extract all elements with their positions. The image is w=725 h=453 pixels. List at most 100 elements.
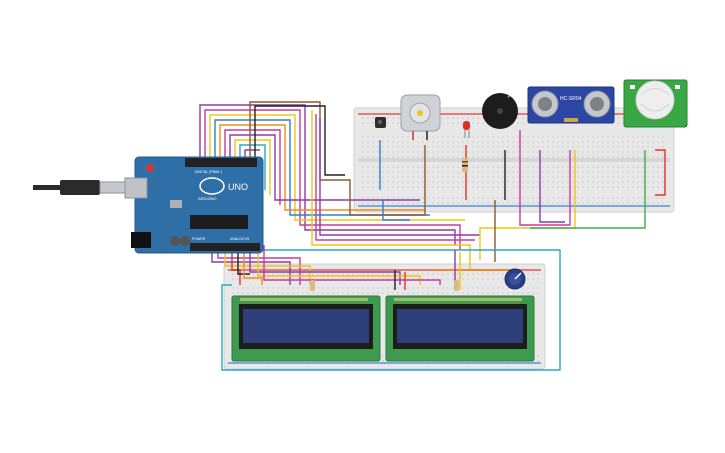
breadboard-hole [472, 278, 474, 280]
breadboard-hole [367, 292, 369, 294]
dc-motor-icon[interactable] [400, 94, 441, 140]
breadboard-hole [372, 122, 374, 124]
breadboard-hole [392, 146, 394, 148]
breadboard-hole [512, 186, 514, 188]
breadboard-hole [367, 136, 369, 138]
breadboard-hole [447, 141, 449, 143]
breadboard-hole [232, 278, 234, 280]
lcd-display-2[interactable] [385, 295, 535, 362]
breadboard-hole [322, 278, 324, 280]
breadboard-hole [287, 292, 289, 294]
breadboard-hole [622, 171, 624, 173]
breadboard-hole [262, 292, 264, 294]
breadboard-hole [482, 156, 484, 158]
breadboard-hole [387, 171, 389, 173]
breadboard-hole [652, 166, 654, 168]
breadboard-hole [367, 273, 369, 275]
ultrasonic-sensor[interactable]: HC-SR04 [527, 86, 615, 124]
breadboard-hole [612, 176, 614, 178]
breadboard-hole [387, 176, 389, 178]
breadboard-hole [447, 171, 449, 173]
breadboard-hole [402, 171, 404, 173]
breadboard-hole [597, 166, 599, 168]
breadboard-hole [482, 166, 484, 168]
breadboard-hole [492, 166, 494, 168]
breadboard-hole [472, 156, 474, 158]
resistor[interactable] [310, 280, 459, 291]
breadboard-hole [657, 202, 659, 204]
breadboard-hole [487, 197, 489, 199]
breadboard-hole [497, 146, 499, 148]
led-icon[interactable] [463, 121, 470, 138]
breadboard-hole [632, 186, 634, 188]
breadboard-hole [542, 181, 544, 183]
breadboard-hole [417, 156, 419, 158]
breadboard-hole [332, 287, 334, 289]
breadboard-hole [457, 181, 459, 183]
pir-sensor[interactable] [623, 79, 688, 128]
breadboard-hole [602, 181, 604, 183]
breadboard-hole [547, 171, 549, 173]
breadboard-hole [417, 181, 419, 183]
breadboard-hole [617, 197, 619, 199]
breadboard-hole [367, 146, 369, 148]
breadboard-hole [637, 186, 639, 188]
resistor[interactable] [462, 158, 468, 172]
breadboard-hole [467, 186, 469, 188]
breadboard-hole [427, 287, 429, 289]
breadboard-hole [452, 292, 454, 294]
arduino-uno[interactable]: UNO ARDUINO POWER ANALOG IN DIGITAL (PWM… [124, 156, 264, 254]
breadboard-hole [612, 156, 614, 158]
breadboard-hole [442, 146, 444, 148]
breadboard-hole [512, 292, 514, 294]
breadboard-hole [447, 181, 449, 183]
temperature-sensor-icon[interactable] [375, 117, 386, 128]
breadboard-hole [542, 197, 544, 199]
breadboard-hole [522, 117, 524, 119]
breadboard-hole [567, 171, 569, 173]
reset-button[interactable] [146, 164, 154, 172]
breadboard-hole [462, 171, 464, 173]
breadboard-hole [282, 292, 284, 294]
breadboard-hole [532, 197, 534, 199]
lcd-display-1[interactable] [231, 295, 381, 362]
breadboard-hole [397, 156, 399, 158]
breadboard-hole [457, 202, 459, 204]
breadboard-hole [357, 273, 359, 275]
breadboard-hole [542, 136, 544, 138]
breadboard-hole [477, 176, 479, 178]
breadboard-hole [602, 171, 604, 173]
breadboard-hole [402, 202, 404, 204]
breadboard-hole [422, 171, 424, 173]
breadboard-hole [397, 186, 399, 188]
breadboard-hole [392, 166, 394, 168]
breadboard-hole [317, 278, 319, 280]
breadboard-hole [257, 278, 259, 280]
breadboard-hole [397, 136, 399, 138]
breadboard-hole [407, 186, 409, 188]
breadboard-hole [387, 186, 389, 188]
breadboard-hole [292, 278, 294, 280]
breadboard-hole [537, 292, 539, 294]
breadboard-hole [507, 156, 509, 158]
piezo-buzzer-icon[interactable]: + [482, 93, 518, 129]
breadboard-hole [512, 197, 514, 199]
breadboard-hole [477, 151, 479, 153]
breadboard-hole [382, 292, 384, 294]
breadboard-hole [402, 292, 404, 294]
breadboard-hole [577, 141, 579, 143]
breadboard-hole [522, 181, 524, 183]
potentiometer-icon[interactable] [504, 268, 526, 290]
breadboard-hole [617, 156, 619, 158]
breadboard-hole [592, 197, 594, 199]
top-breadboard[interactable] [353, 107, 675, 213]
breadboard-hole [567, 181, 569, 183]
breadboard-hole [587, 136, 589, 138]
breadboard-hole [537, 151, 539, 153]
breadboard-hole [397, 197, 399, 199]
breadboard-hole [297, 278, 299, 280]
breadboard-hole [652, 151, 654, 153]
breadboard-hole [637, 141, 639, 143]
breadboard-hole [542, 176, 544, 178]
